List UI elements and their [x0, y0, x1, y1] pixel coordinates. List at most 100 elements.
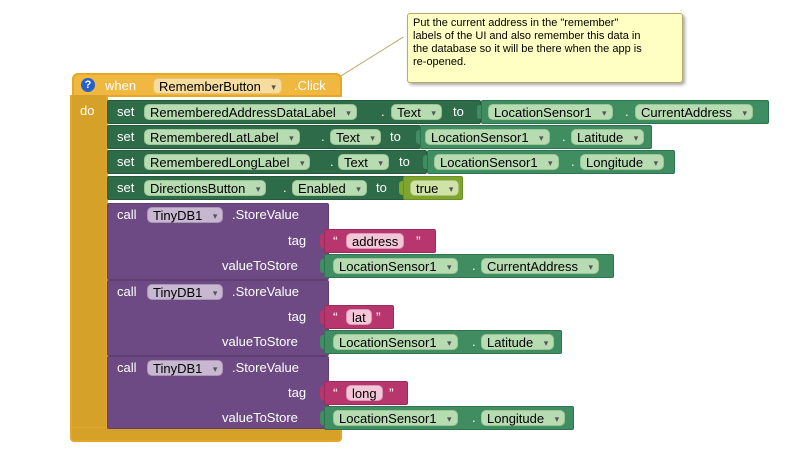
- chevron-down-icon: ▾: [447, 414, 452, 424]
- dot-separator: .: [472, 258, 476, 273]
- open-quote: “: [333, 309, 338, 325]
- value-property-label: Longitude: [487, 411, 545, 426]
- set-label: set: [117, 104, 135, 119]
- chevron-down-icon: ▾: [346, 108, 351, 118]
- chevron-down-icon: ▾: [543, 338, 549, 348]
- chevron-down-icon: ▾: [554, 414, 560, 424]
- value-component-label: LocationSensor1: [339, 411, 437, 426]
- do-label: do: [80, 103, 95, 118]
- socket-connector: [320, 310, 326, 324]
- component-dropdown[interactable]: RememberedLatLabel ▾: [144, 129, 300, 145]
- chevron-down-icon: ▾: [539, 133, 544, 143]
- chevron-down-icon: ▾: [447, 338, 452, 348]
- to-label: to: [399, 154, 410, 169]
- set-label: set: [117, 180, 135, 195]
- socket-connector: [399, 181, 405, 195]
- property-dropdown[interactable]: Text ▾: [330, 129, 381, 145]
- event-component-label: RememberButton: [159, 79, 261, 94]
- call-label: call: [117, 207, 137, 222]
- component-label: RememberedAddressDataLabel: [150, 105, 336, 120]
- chevron-down-icon: ▾: [370, 133, 375, 143]
- value-property-dropdown[interactable]: Latitude ▾: [571, 129, 645, 145]
- event-name: .Click: [294, 78, 326, 93]
- tag-label: tag: [288, 233, 307, 248]
- value-property-label: Latitude: [487, 335, 534, 350]
- comment-line: re-opened.: [413, 56, 467, 68]
- property-dropdown[interactable]: Text ▾: [338, 154, 389, 170]
- component-dropdown[interactable]: RememberedAddressDataLabel ▾: [144, 104, 357, 120]
- component-dropdown[interactable]: DirectionsButton ▾: [144, 180, 267, 196]
- call-component-dropdown[interactable]: TinyDB1 ▾: [147, 207, 224, 223]
- text-value[interactable]: address: [346, 233, 405, 249]
- component-label: RememberedLatLabel: [150, 130, 279, 145]
- socket-connector: [320, 259, 326, 273]
- property-label: Text: [344, 155, 368, 170]
- comment-bubble[interactable]: Put the current address in the "remember…: [407, 13, 683, 83]
- component-label: DirectionsButton: [150, 181, 246, 196]
- value-component-label: LocationSensor1: [339, 259, 437, 274]
- text-value[interactable]: long: [346, 385, 383, 401]
- dot-separator: .: [321, 129, 325, 144]
- socket-connector: [320, 234, 326, 248]
- dot-separator: .: [472, 410, 476, 425]
- value-property-label: CurrentAddress: [641, 105, 733, 120]
- value-property-dropdown[interactable]: Longitude ▾: [481, 410, 566, 426]
- help-icon[interactable]: ?: [81, 78, 95, 92]
- value-property-dropdown[interactable]: CurrentAddress ▾: [481, 258, 600, 274]
- chevron-down-icon: ▾: [548, 158, 553, 168]
- chevron-down-icon: ▾: [271, 82, 276, 92]
- dot-separator: .: [562, 129, 566, 144]
- value-component-dropdown[interactable]: LocationSensor1 ▾: [333, 334, 458, 350]
- boolean-dropdown[interactable]: true ▾: [410, 180, 460, 196]
- dot-separator: .: [283, 180, 287, 195]
- socket-connector: [320, 411, 326, 425]
- close-quote: ”: [416, 233, 421, 249]
- property-label: Enabled: [298, 181, 346, 196]
- dot-separator: .: [571, 154, 575, 169]
- call-label: call: [117, 360, 137, 375]
- dot-separator: .: [381, 104, 385, 119]
- value-component-dropdown[interactable]: LocationSensor1 ▾: [333, 258, 458, 274]
- value-component-label: LocationSensor1: [339, 335, 437, 350]
- comment-line: the database so it will be there when th…: [413, 43, 642, 55]
- event-component-dropdown[interactable]: RememberButton ▾: [153, 78, 282, 94]
- call-component-label: TinyDB1: [153, 208, 203, 223]
- call-component-label: TinyDB1: [153, 285, 203, 300]
- chevron-down-icon: ▾: [289, 133, 294, 143]
- event-block-body[interactable]: [70, 95, 108, 429]
- boolean-value: true: [416, 181, 439, 196]
- dot-separator: .: [330, 154, 334, 169]
- component-dropdown[interactable]: RememberedLongLabel ▾: [144, 154, 311, 170]
- property-dropdown[interactable]: Text ▾: [391, 104, 442, 120]
- socket-connector: [320, 386, 326, 400]
- value-component-dropdown[interactable]: LocationSensor1 ▾: [333, 410, 458, 426]
- open-quote: “: [333, 385, 338, 401]
- chevron-down-icon: ▾: [633, 133, 639, 143]
- method-name: .StoreValue: [232, 284, 299, 299]
- property-label: Text: [397, 105, 421, 120]
- method-name: .StoreValue: [232, 207, 299, 222]
- value-property-dropdown[interactable]: Longitude ▾: [580, 154, 665, 170]
- text-value[interactable]: lat: [346, 309, 372, 325]
- value-to-store-label: valueToStore: [222, 334, 298, 349]
- property-dropdown[interactable]: Enabled ▾: [292, 180, 367, 196]
- event-block-footer[interactable]: [70, 428, 342, 442]
- dot-separator: .: [625, 104, 629, 119]
- dot-separator: .: [472, 334, 476, 349]
- value-property-dropdown[interactable]: CurrentAddress ▾: [635, 104, 754, 120]
- socket-connector: [416, 130, 422, 144]
- to-label: to: [390, 129, 401, 144]
- value-component-dropdown[interactable]: LocationSensor1 ▾: [425, 129, 550, 145]
- call-component-dropdown[interactable]: TinyDB1 ▾: [147, 360, 224, 376]
- value-component-dropdown[interactable]: LocationSensor1 ▾: [488, 104, 613, 120]
- value-component-label: LocationSensor1: [494, 105, 592, 120]
- value-property-dropdown[interactable]: Latitude ▾: [481, 334, 555, 350]
- call-component-dropdown[interactable]: TinyDB1 ▾: [147, 284, 224, 300]
- chevron-down-icon: ▾: [356, 184, 361, 194]
- chevron-down-icon: ▾: [447, 262, 452, 272]
- socket-connector: [423, 155, 429, 169]
- value-component-dropdown[interactable]: LocationSensor1 ▾: [434, 154, 559, 170]
- comment-line: labels of the UI and also remember this …: [413, 30, 641, 42]
- value-to-store-label: valueToStore: [222, 258, 298, 273]
- chevron-down-icon: ▾: [448, 184, 454, 194]
